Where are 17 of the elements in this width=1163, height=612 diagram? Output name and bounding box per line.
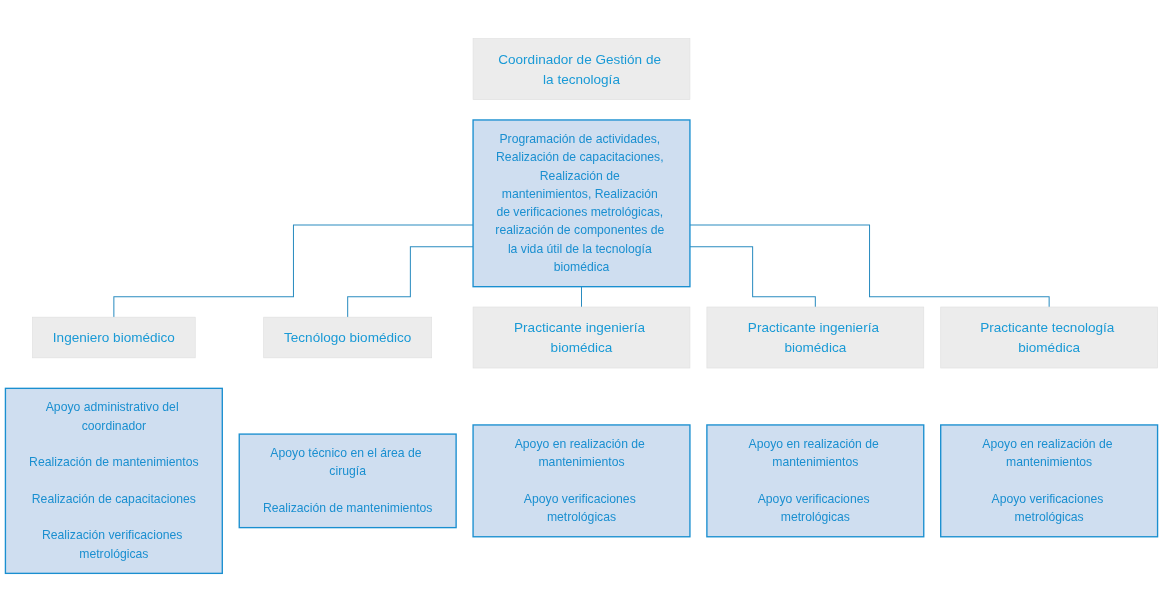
node-box: Practicante tecnología biomédica xyxy=(940,306,1158,369)
node-box: Apoyo técnico en el área de cirugía Realización de mantenimientos xyxy=(238,433,457,529)
node-box: Practicante ingeniería biomédica xyxy=(706,306,925,369)
node-box: Programación de actividades, Realización de capacitaciones, Realización de mantenimientos, Realización de verificaciones metrológicas, realización de componentes de la vida útil de la tecnología biomédica xyxy=(472,119,691,288)
node-box: Apoyo en realización de mantenimientos Apoyo verificaciones metrológicas xyxy=(940,424,1159,538)
connector xyxy=(581,286,582,308)
node-box: Apoyo en realización de mantenimientos Apoyo verificaciones metrológicas xyxy=(706,424,925,538)
connector xyxy=(689,224,1050,308)
node-box: Ingeniero biomédico xyxy=(32,316,196,359)
node-box: Tecnólogo biomédico xyxy=(263,316,433,359)
node-box: Coordinador de Gestión de la tecnología xyxy=(472,38,691,100)
connector xyxy=(113,224,474,318)
node-box: Practicante ingeniería biomédica xyxy=(472,306,691,369)
connector xyxy=(347,246,474,318)
connector xyxy=(689,246,816,308)
node-box: Apoyo administrativo del coordinador Realización de mantenimientos Realización de capacitaciones Realización verificaciones metrológicas xyxy=(4,387,223,575)
node-box: Apoyo en realización de mantenimientos Apoyo verificaciones metrológicas xyxy=(472,424,691,538)
